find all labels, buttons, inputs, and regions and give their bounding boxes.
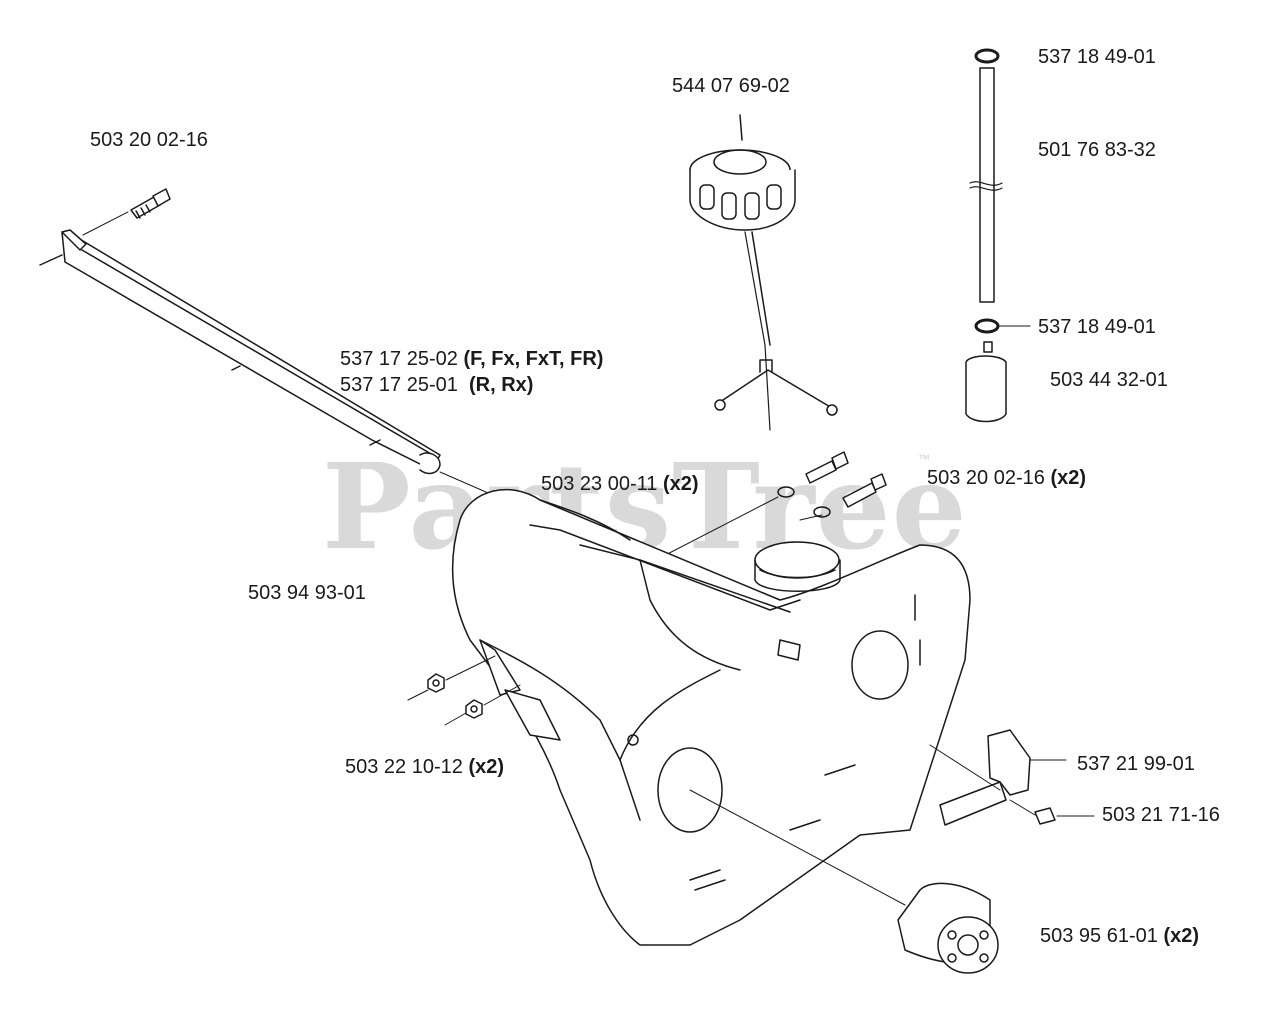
- label-bar-f: 537 17 25-02 (F, Fx, FxT, FR): [340, 348, 604, 370]
- nuts-part: [407, 655, 521, 726]
- label-screw-small: 503 21 71-16: [1102, 804, 1220, 826]
- bar-part: [39, 229, 781, 621]
- hose-assembly-part: [965, 48, 1031, 423]
- label-oring-bottom: 537 18 49-01: [1038, 316, 1156, 338]
- label-fuel-cap: 544 07 69-02: [672, 75, 790, 97]
- damper-part: [689, 789, 999, 974]
- label-filter: 503 44 32-01: [1050, 369, 1168, 391]
- label-screws-right: 503 20 02-16 (x2): [927, 467, 1087, 489]
- watermark-trademark: ™: [918, 452, 930, 466]
- label-nuts: 503 22 10-12 (x2): [345, 756, 505, 778]
- label-damper: 503 95 61-01 (x2): [1040, 925, 1200, 947]
- label-screws-center: 503 23 00-11 (x2): [541, 473, 699, 495]
- bracket-part: [929, 729, 1095, 826]
- label-bracket: 537 21 99-01: [1077, 753, 1195, 775]
- label-tank: 503 94 93-01: [248, 582, 366, 604]
- label-screw-top-left: 503 20 02-16: [90, 129, 208, 151]
- screw-top-left-part: [82, 188, 171, 236]
- fuel-tank-part: [451, 488, 971, 946]
- label-bar-r: 537 17 25-01 (R, Rx): [340, 374, 534, 396]
- fuel-cap-part: [689, 114, 838, 431]
- screws-center-part: [649, 451, 887, 564]
- label-oring-top: 537 18 49-01: [1038, 46, 1156, 68]
- label-hose: 501 76 83-32: [1038, 139, 1156, 161]
